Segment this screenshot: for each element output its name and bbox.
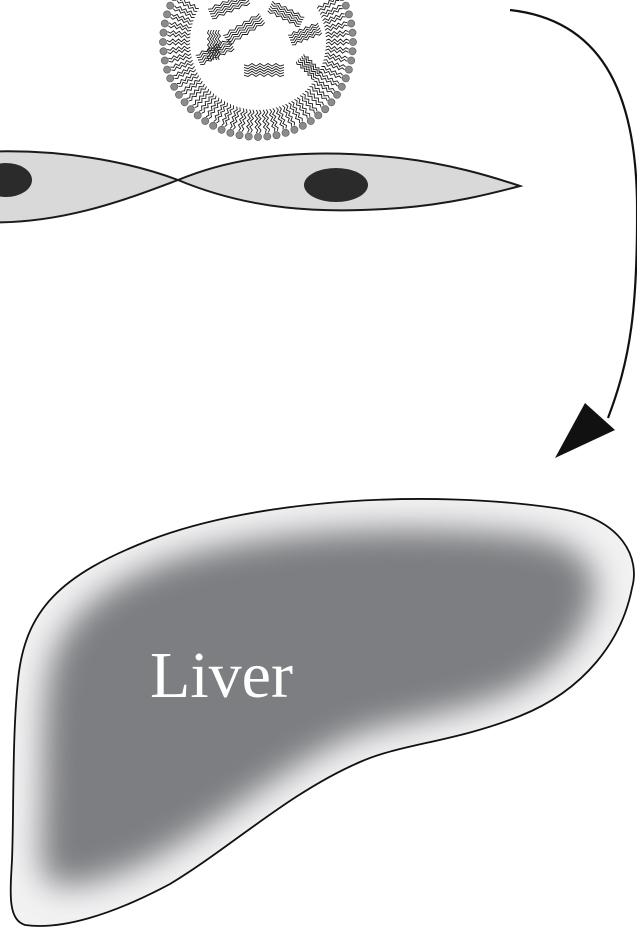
phospholipid-head — [164, 66, 171, 73]
phospholipid-head — [202, 117, 209, 124]
phospholipid-head — [345, 11, 352, 18]
lipid-tail — [279, 107, 286, 129]
lipid-tail — [326, 42, 349, 45]
phospholipid-head — [315, 112, 322, 119]
lipid-micelle-icon — [159, 0, 356, 141]
phospholipid-head — [167, 75, 174, 82]
phospholipid-head — [349, 48, 356, 55]
phospholipid-head — [342, 75, 349, 82]
phospholipid-head — [349, 29, 356, 36]
phospholipid-head — [160, 48, 167, 55]
phospholipid-head — [349, 38, 356, 45]
phospholipid-head — [181, 99, 188, 106]
triglyceride-chain — [269, 8, 301, 24]
lipid-tail — [225, 105, 234, 126]
phospholipid-head — [171, 0, 178, 1]
phospholipid-head — [338, 83, 345, 90]
phospholipid-head — [264, 133, 271, 140]
lipid-tail — [255, 110, 258, 133]
lipid-tail — [171, 63, 193, 70]
phospholipid-head — [160, 29, 167, 36]
phospholipid-head — [171, 83, 178, 90]
phospholipid-head — [175, 91, 182, 98]
phospholipid-head — [291, 126, 298, 133]
phospholipid-head — [161, 20, 168, 27]
phospholipid-head — [167, 2, 174, 9]
liver-label: Liver — [150, 639, 293, 712]
lipid-tail — [323, 14, 345, 21]
phospholipid-head — [194, 112, 201, 119]
lipid-tail — [326, 39, 349, 42]
triglyceride-chain — [268, 11, 300, 27]
lipid-tail — [173, 9, 194, 18]
phospholipid-head — [210, 122, 217, 129]
lipid-tail — [167, 39, 190, 42]
phospholipid-head — [161, 57, 168, 64]
phospholipid-head — [345, 66, 352, 73]
phospholipid-head — [322, 106, 329, 113]
lipid-tail — [167, 42, 190, 45]
phospholipid-head — [299, 122, 306, 129]
curved-arrow-icon — [510, 10, 637, 458]
arrow-shaft — [510, 10, 637, 418]
phospholipid-head — [187, 106, 194, 113]
phospholipid-head — [333, 91, 340, 98]
lipid-tail — [307, 89, 323, 105]
phospholipid-head — [159, 38, 166, 45]
phospholipid-head — [164, 11, 171, 18]
spindle-cells — [0, 151, 520, 222]
phospholipid-head — [307, 117, 314, 124]
phospholipid-head — [348, 57, 355, 64]
lipid-tail — [195, 91, 211, 107]
phospholipid-head — [236, 132, 243, 139]
phospholipid-head — [328, 99, 335, 106]
triglyceride-chain — [244, 64, 284, 67]
cell-nucleus-right — [304, 168, 368, 202]
lipid-tail — [321, 66, 342, 75]
phospholipid-head — [348, 20, 355, 27]
phospholipid-head — [338, 0, 345, 1]
phospholipid-head — [282, 129, 289, 136]
phospholipid-head — [245, 133, 252, 140]
arrowhead — [555, 403, 615, 458]
phospholipid-head — [218, 126, 225, 133]
phospholipid-head — [254, 133, 261, 140]
phospholipid-head — [273, 132, 280, 139]
phospholipid-head — [227, 129, 234, 136]
phospholipid-head — [342, 2, 349, 9]
liver-icon: Liver — [11, 499, 634, 926]
lipid-tail — [258, 110, 261, 133]
